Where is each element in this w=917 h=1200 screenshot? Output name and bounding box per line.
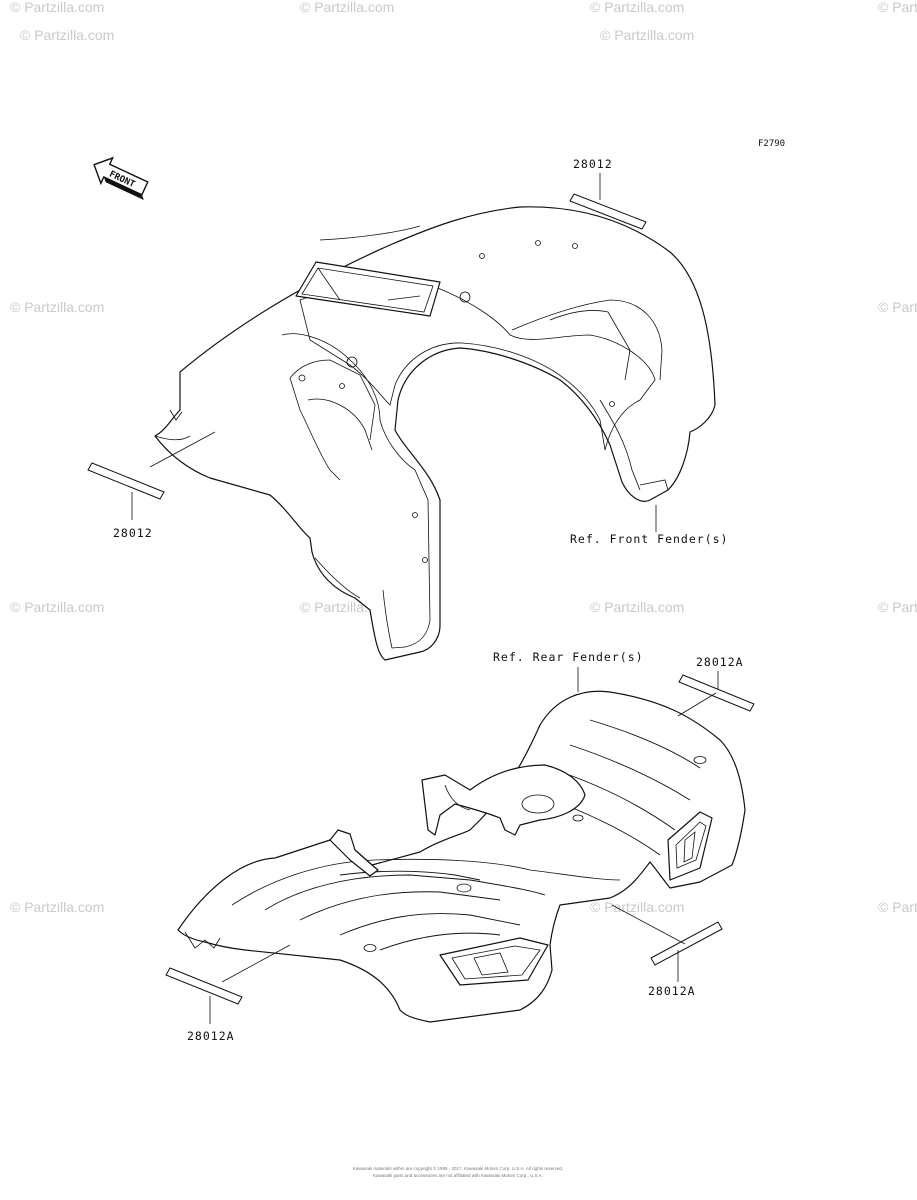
decal-strip	[165, 967, 243, 1005]
watermark: © Partzilla.com	[20, 27, 114, 43]
watermark: © Partzilla.com	[590, 599, 684, 615]
watermark: © Partzilla.com	[10, 299, 104, 315]
decal-strip	[87, 462, 165, 500]
footer-copyright: Kawasaki materials within are copyright …	[353, 1165, 563, 1171]
front-arrow-icon: FRONT	[93, 156, 149, 201]
part-number-label: 28012A	[187, 1029, 235, 1043]
figure-code: F2790	[758, 139, 785, 149]
rear-reflector-right	[667, 811, 713, 881]
rear-decal-28012A-right: 28012A	[611, 904, 723, 998]
watermark: © Partzilla.com	[10, 0, 104, 15]
front-decal-28012-left: 28012	[87, 431, 216, 540]
front-fender	[154, 206, 716, 661]
decal-strip	[678, 674, 755, 712]
watermark: © Partzilla.com	[10, 899, 104, 915]
rear-reflector-left	[439, 937, 549, 986]
watermark: © Partzilla.com	[590, 899, 684, 915]
watermark: © Partzilla.com	[600, 27, 694, 43]
decal-strip	[569, 193, 647, 230]
front-decal-28012-top: 28012	[569, 157, 647, 230]
watermark: © Partzilla.com	[878, 0, 917, 15]
watermark: © Partzilla.com	[590, 0, 684, 15]
part-number-label: 28012	[573, 157, 613, 171]
rear-decal-28012A-top: 28012A	[677, 655, 755, 717]
rear-fender	[177, 690, 746, 1023]
front-fender-ref: Ref. Front Fender(s)	[570, 505, 728, 546]
footer-disclaimer: Kawasaki parts and accessories are not a…	[373, 1173, 543, 1178]
watermark: © Partzilla.com	[878, 299, 917, 315]
part-number-label: 28012A	[648, 984, 696, 998]
rear-fender-ref: Ref. Rear Fender(s)	[493, 650, 644, 692]
watermark: © Partzilla.com	[300, 0, 394, 15]
rear-fender-ref-label: Ref. Rear Fender(s)	[493, 650, 644, 664]
watermark: © Partzilla.com	[10, 599, 104, 615]
part-number-label: 28012	[113, 526, 153, 540]
decal-strip	[650, 921, 723, 966]
watermark: © Partzilla.com	[878, 599, 917, 615]
front-fender-ref-label: Ref. Front Fender(s)	[570, 532, 728, 546]
part-number-label: 28012A	[696, 655, 744, 669]
watermark: © Partzilla.com	[878, 899, 917, 915]
watermark-layer: © Partzilla.com © Partzilla.com © Partzi…	[10, 0, 917, 915]
rear-decal-28012A-left: 28012A	[165, 944, 291, 1043]
